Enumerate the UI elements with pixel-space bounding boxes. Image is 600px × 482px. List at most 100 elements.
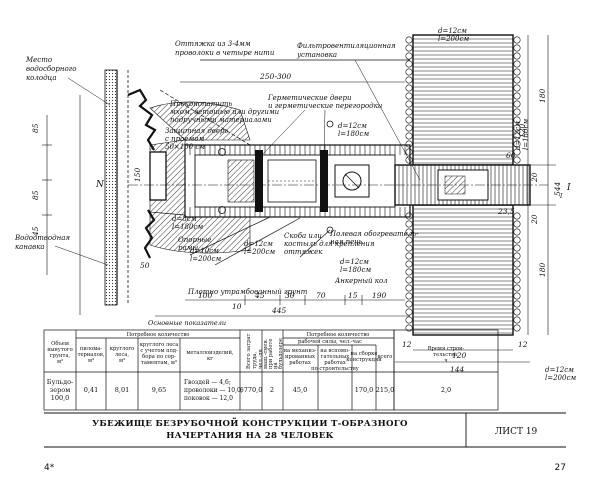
svg-text:Потребное количество: Потребное количество	[127, 331, 190, 338]
log-d12-topright-label: d=12см l=200см	[438, 27, 469, 43]
svg-text:круглого: круглого	[110, 346, 135, 352]
svg-text:по строительству: по строительству	[311, 366, 359, 372]
svg-text:d=12см: d=12см	[340, 258, 369, 266]
soil-label: Плотно утрамбованный грунт	[187, 288, 308, 296]
svg-text:6770,0: 6770,0	[240, 386, 263, 394]
dim-100: 100	[198, 291, 213, 300]
svg-text:d=12см: d=12см	[438, 27, 467, 35]
svg-text:l=200см: l=200см	[545, 374, 576, 382]
svg-text:териалов,: териалов,	[78, 352, 105, 358]
svg-text:маш.-смен.: маш.-смен.	[263, 338, 269, 369]
svg-text:подручными материалами: подручными материалами	[170, 116, 272, 124]
svg-text:вынутого: вынутого	[47, 347, 72, 353]
svg-text:труда,: труда,	[252, 351, 258, 369]
brace-label: Скоба или костыль для крепления оттяжек	[284, 232, 375, 256]
dim-544: 544	[553, 181, 562, 196]
dim-23-5: 23,5	[497, 207, 515, 216]
svg-text:бора по сор-: бора по сор-	[142, 353, 176, 360]
svg-text:Потребное количество: Потребное количество	[307, 331, 370, 338]
filter-label: Фильтровентиляционная установка	[296, 42, 396, 59]
svg-text:ированных: ированных	[285, 354, 315, 360]
svg-text:Скоба или: Скоба или	[284, 232, 322, 240]
svg-text:ная печь: ная печь	[330, 238, 363, 246]
dim-30: 30	[285, 291, 295, 300]
svg-text:Защитная дверь: Защитная дверь	[165, 127, 228, 135]
dim-120-vertical: 120	[518, 123, 527, 138]
sheet-title-line2: НАЧЕРТАНИЯ НА 28 ЧЕЛОВЕК	[166, 431, 334, 441]
svg-text:пилома-: пилома-	[80, 346, 102, 352]
svg-text:чел.-дн.: чел.-дн.	[258, 347, 264, 369]
svg-text:с проемом: с проемом	[165, 135, 205, 143]
svg-text:l=200см: l=200см	[438, 35, 469, 43]
page-number: 27	[555, 463, 566, 473]
svg-text:170,0: 170,0	[355, 386, 374, 394]
svg-text:d=12см: d=12см	[244, 240, 273, 248]
svg-text:Время строи-: Время строи-	[428, 346, 465, 352]
axis-marker: I	[566, 183, 571, 193]
dim-85-lower: 85	[31, 190, 40, 200]
indicators-table: Основные показатели Объем вынутог	[43, 319, 499, 411]
log-d8-label: d=8см l=180см	[172, 215, 203, 231]
svg-text:мхом, ветошью или другими: мхом, ветошью или другими	[170, 108, 280, 116]
svg-text:50×100 см: 50×100 см	[165, 143, 205, 151]
dim-190: 190	[372, 291, 387, 300]
svg-text:Фильтровентиляционная: Фильтровентиляционная	[297, 42, 396, 50]
svg-text:Место: Место	[25, 56, 52, 64]
dim-150: 150	[133, 167, 142, 182]
svg-text:l=200см: l=200см	[190, 255, 221, 263]
svg-text:тельства,: тельства,	[433, 352, 459, 358]
svg-text:работах: работах	[289, 359, 311, 366]
guy-wires	[159, 59, 410, 266]
dim-120-horizontal: 120	[452, 351, 467, 360]
entrance-trench	[149, 101, 251, 254]
dim-12-left: 12	[402, 340, 412, 349]
svg-text:l=180см: l=180см	[340, 266, 371, 274]
t-head-structure	[394, 34, 531, 336]
svg-text:на вспомо-: на вспомо-	[320, 348, 350, 354]
svg-text:100,0: 100,0	[51, 394, 70, 402]
well-wall	[104, 69, 157, 306]
supports-label: Опорные рамы	[178, 236, 211, 252]
svg-text:l=200см: l=200см	[244, 248, 275, 256]
svg-text:таментам, м³: таментам, м³	[141, 360, 177, 366]
svg-text:Опорные: Опорные	[178, 236, 211, 244]
svg-text:кг: кг	[207, 356, 213, 362]
svg-text:Водоотводная: Водоотводная	[14, 234, 70, 242]
svg-text:работах: работах	[324, 359, 346, 366]
svg-text:на: на	[273, 362, 279, 369]
table-caption: Основные показатели	[148, 319, 226, 327]
svg-text:Герметические двери: Герметические двери	[267, 94, 352, 102]
svg-text:рамы: рамы	[178, 244, 198, 252]
title-block: УБЕЖИЩЕ БЕЗРУБОЧНОЙ КОНСТРУКЦИИ Т-ОБРАЗН…	[44, 412, 566, 448]
log-d12-lower-label: d=12см l=180см	[340, 258, 371, 274]
guy-wire-label: Оттяжка из 3-4мм проволоки в четыре нити	[175, 40, 275, 57]
svg-text:l=180см: l=180см	[522, 119, 530, 150]
stove-label: Полевая обогреватель- ная печь	[329, 230, 419, 246]
svg-text:бульдозере: бульдозере	[277, 338, 284, 369]
svg-text:Проконопатить: Проконопатить	[169, 100, 232, 108]
sheet-title-line1: УБЕЖИЩЕ БЕЗРУБОЧНОЙ КОНСТРУКЦИИ Т-ОБРАЗН…	[92, 416, 408, 429]
axis-marker-small: I	[559, 193, 563, 200]
svg-text:Бульдо-: Бульдо-	[47, 378, 73, 386]
dimension-lines	[42, 35, 556, 363]
dim-50: 50	[140, 261, 150, 270]
svg-text:канавка: канавка	[15, 243, 45, 251]
svg-text:215,0: 215,0	[376, 386, 395, 394]
svg-text:Гвоздей — 4,6;: Гвоздей — 4,6;	[184, 379, 231, 386]
svg-text:ч: ч	[444, 358, 448, 364]
svg-text:установка: установка	[296, 51, 337, 59]
svg-text:2: 2	[270, 386, 274, 394]
svg-text:l=180см: l=180см	[172, 223, 203, 231]
table-header: Объем вынутого грунта, м³ Потребное коли…	[47, 331, 464, 372]
log-d12-botright-label: d=12см l=200см	[545, 366, 576, 382]
svg-text:гательных: гательных	[321, 354, 349, 360]
svg-text:водосборного: водосборного	[26, 65, 76, 73]
svg-text:Объем: Объем	[51, 340, 69, 347]
svg-text:м³: м³	[119, 358, 125, 364]
table-row: Бульдо- зером 100,0 0,41 8,01 9,65 Гвозд…	[47, 378, 451, 402]
svg-text:м³: м³	[88, 358, 94, 364]
well-label: Место водосборного колодца	[25, 56, 76, 82]
svg-text:Оттяжка из 3-4мм: Оттяжка из 3-4мм	[175, 40, 251, 48]
svg-text:на сборке: на сборке	[351, 350, 378, 357]
